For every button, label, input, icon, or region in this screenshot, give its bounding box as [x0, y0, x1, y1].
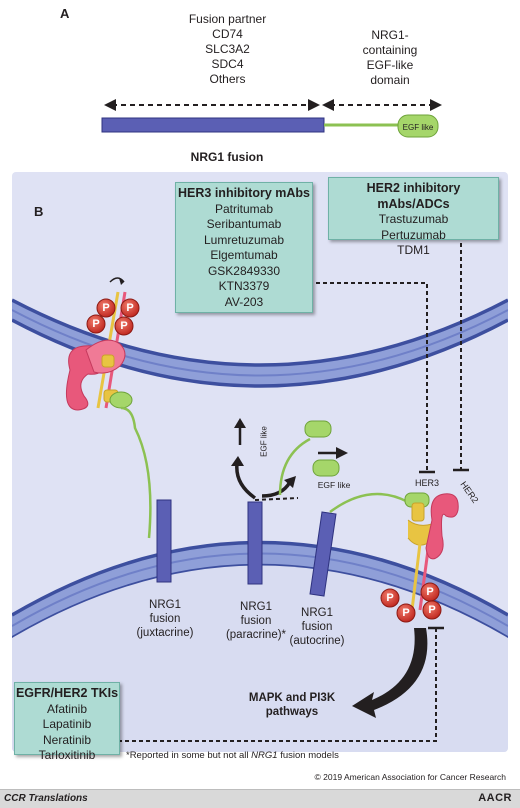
- label-line: fusion: [301, 621, 333, 633]
- egf-like-domain-label: EGF like: [402, 123, 434, 132]
- egf-like-domain: [397, 114, 439, 138]
- tki-drug: Tarloxitinib: [38, 748, 96, 762]
- her3-drug: GSK2849330: [207, 263, 281, 278]
- panel-b-label: B: [34, 204, 44, 219]
- her2-box-title: HER2 inhibitory mAbs/ADCs: [366, 181, 461, 211]
- phospho-label: P: [92, 318, 100, 330]
- egf-like-label: EGF like: [317, 480, 351, 490]
- fusion-partner-list: Fusion partner CD74 SLC3A2 SDC4 Others: [155, 12, 300, 87]
- pathways-label: MAPK and PI3K pathways: [232, 691, 352, 719]
- her2-inhibitor-box: HER2 inhibitory mAbs/ADCs Trastuzumab Pe…: [328, 177, 499, 257]
- partner-item: CD74: [212, 27, 243, 41]
- juxtacrine-label: NRG1 fusion (juxtacrine): [130, 598, 200, 640]
- phospho-label: P: [126, 302, 134, 314]
- domain-line: containing: [362, 43, 418, 57]
- aacr-logo: AACR: [478, 792, 512, 804]
- phospho-site: [380, 588, 400, 608]
- label-line: (paracrine)*: [225, 629, 287, 641]
- partner-item: SDC4: [211, 57, 244, 71]
- domain-line: NRG1-: [371, 28, 409, 42]
- her3-drug: Elgemtumab: [210, 248, 278, 262]
- copyright-notice: © 2019 American Association for Cancer R…: [314, 772, 506, 782]
- phospho-site: [422, 600, 442, 620]
- tki-drug: Neratinib: [42, 732, 92, 747]
- phospho-label: P: [102, 302, 110, 314]
- shed-egf-like-domain: [304, 420, 332, 438]
- tki-box-title: EGFR/HER2 TKIs: [15, 686, 119, 700]
- autocrine-label: NRG1 fusion (autocrine): [282, 606, 352, 648]
- phospho-label: P: [428, 604, 436, 616]
- label-line: NRG1: [149, 599, 181, 611]
- her3-drug: KTN3379: [218, 279, 270, 293]
- tki-drug: Afatinib: [46, 701, 88, 716]
- phospho-site: [120, 298, 140, 318]
- label-line: pathways: [265, 706, 319, 718]
- cell-diagram: [12, 172, 508, 752]
- nrg1-fusion-paracrine: [247, 501, 263, 585]
- panel-a-label: A: [60, 6, 70, 21]
- phospho-site: [114, 316, 134, 336]
- her3-her2-receptor-complex: [400, 492, 459, 622]
- her3-drug: Seribantumab: [206, 217, 282, 231]
- egf-domain-description: NRG1- containing EGF-like domain: [340, 28, 440, 88]
- her3-drug: Lumretuzumab: [203, 232, 285, 247]
- footnote-prefix: *Reported in some but not all: [126, 750, 252, 761]
- label-line: fusion: [240, 615, 272, 627]
- shed-egf-like-domain: [312, 459, 340, 477]
- label-line: (autocrine): [289, 635, 345, 647]
- journal-footer: CCR Translations AACR: [0, 789, 520, 808]
- her3-label: HER3: [414, 478, 439, 488]
- phospho-site: [396, 603, 416, 623]
- tki-drug: Lapatinib: [42, 717, 92, 731]
- label-line: (juxtacrine): [136, 627, 194, 639]
- phospho-site: [86, 314, 106, 334]
- phospho-label: P: [120, 320, 128, 332]
- her2-drug: Pertuzumab: [381, 227, 446, 242]
- partner-item: SLC3A2: [205, 42, 250, 56]
- fusion-partner-title: Fusion partner: [188, 12, 267, 26]
- label-line: MAPK and PI3K: [248, 692, 336, 704]
- her3-box-title: HER3 inhibitory mAbs: [178, 186, 310, 200]
- juxtacrine-receptor-complex: [65, 277, 152, 539]
- her3-inhibitor-box: HER3 inhibitory mAbs Patritumab Seribant…: [175, 182, 313, 313]
- nrg1-fusion-autocrine: [309, 511, 337, 597]
- her2-drug: Trastuzumab: [378, 212, 449, 226]
- phospho-site: [96, 298, 116, 318]
- egf-like-label: EGF like: [259, 426, 269, 457]
- nrg1-fusion-juxtacrine: [156, 499, 172, 583]
- nrg1-fusion-schematic: [101, 99, 442, 138]
- her3-drug: Patritumab: [214, 201, 274, 216]
- footnote-italic: NRG1: [251, 750, 278, 761]
- footnote: *Reported in some but not all NRG1 fusio…: [126, 750, 339, 761]
- label-line: NRG1: [240, 601, 272, 613]
- footnote-suffix: fusion models: [277, 750, 339, 761]
- her2-drug: TDM1: [397, 243, 430, 257]
- phospho-label: P: [402, 607, 410, 619]
- label-line: NRG1: [301, 607, 333, 619]
- journal-name: CCR Translations: [4, 793, 88, 804]
- phospho-label: P: [386, 592, 394, 604]
- phospho-label: P: [426, 586, 434, 598]
- partner-item: Others: [209, 72, 246, 86]
- domain-line: EGF-like: [366, 58, 414, 72]
- domain-line: domain: [370, 73, 410, 87]
- nrg1-fusion-caption: NRG1 fusion: [190, 150, 264, 164]
- tki-inhibitor-box: EGFR/HER2 TKIs Afatinib Lapatinib Nerati…: [14, 682, 120, 762]
- signaling-arrow: [352, 628, 428, 718]
- paracrine-label: NRG1 fusion (paracrine)*: [218, 600, 294, 642]
- her3-drug: AV-203: [224, 294, 264, 309]
- label-line: fusion: [149, 613, 181, 625]
